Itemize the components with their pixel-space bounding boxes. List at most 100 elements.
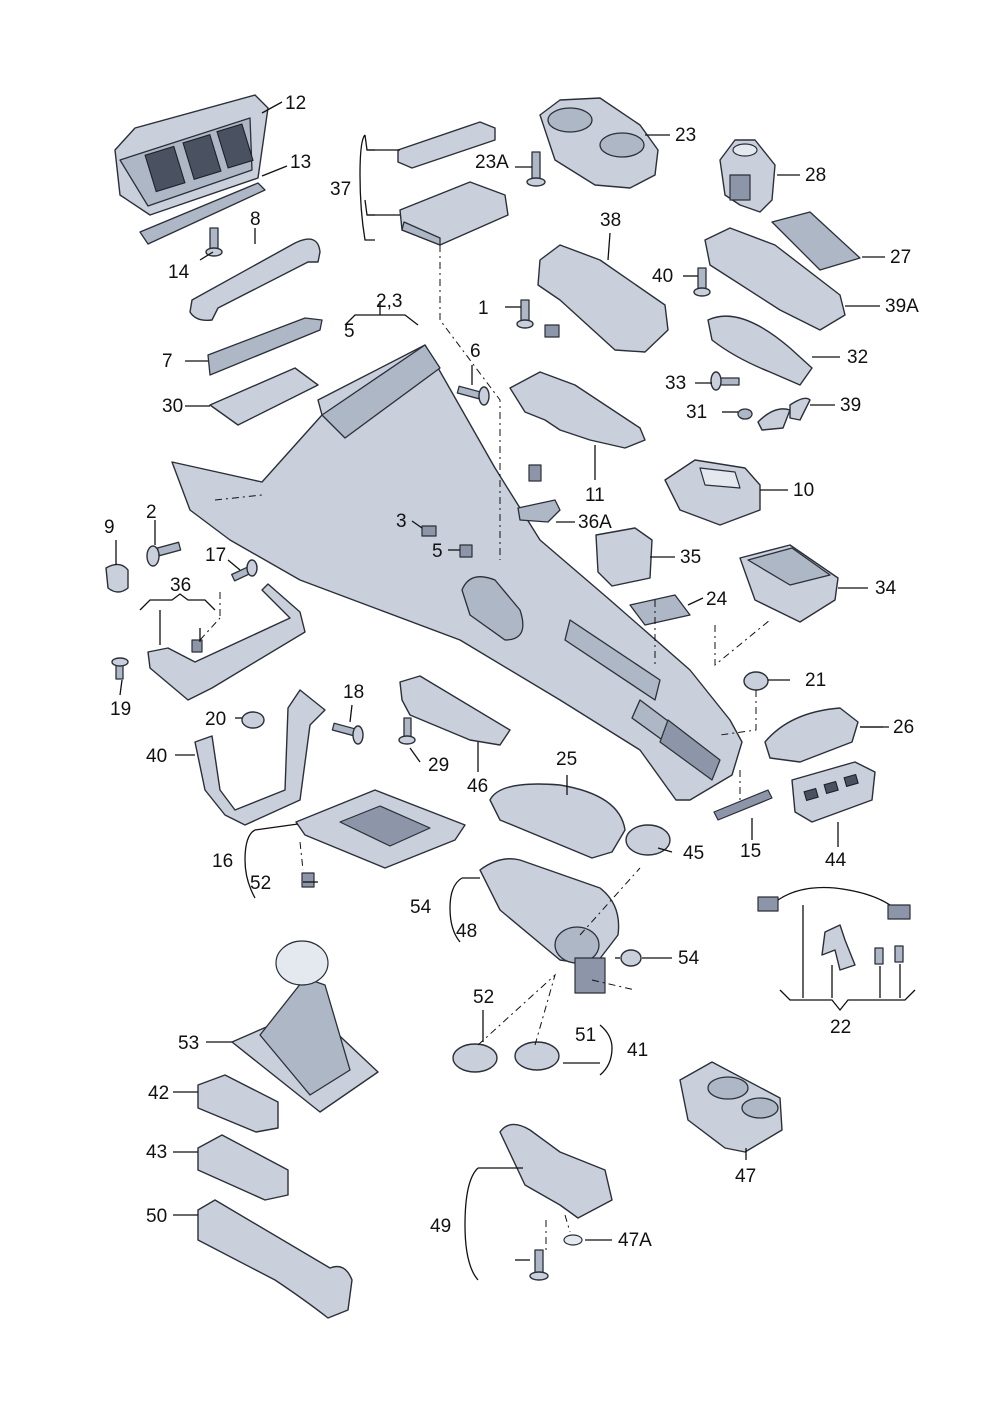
callout-label-46: 52 [250,873,271,894]
part-9-bolt [146,541,182,567]
part-1-center-console [171,344,743,801]
callout-label-43: 44 [825,850,847,871]
part-42-block [197,1134,289,1201]
part-34-pad [629,594,691,626]
part-21-screw [111,657,129,680]
part-32-screw [710,371,740,391]
part-49-washer [563,1234,583,1246]
part-7-cover [209,367,319,426]
part-30-cover [707,315,813,386]
callout-label-35: 19 [110,699,131,720]
part-25-lid [764,707,859,763]
callout-label-1: 13 [290,152,311,173]
part-54-cable-kit [757,886,911,971]
part-17-bracket [147,583,306,701]
callout-label-52: 53 [178,1033,199,1054]
callout-label-31: 35 [680,547,701,568]
callout-label-34: 21 [805,670,826,691]
callout-label-11: 40 [652,266,673,287]
callout-label-8: 27 [890,247,911,268]
callout-label-26: 2 [146,502,157,523]
callout-label-2: 8 [250,209,261,230]
part-8-handle [189,238,321,322]
part-33-washer [737,408,753,420]
part-35-box [739,544,839,623]
part-18-frame [194,689,326,826]
callout-label-6: 23 [675,125,696,146]
callout-label-25: 9 [104,517,115,538]
part-19-nut [241,711,265,729]
part-5-screw-lower [231,559,258,582]
part-39-bracket [509,371,646,449]
callout-label-9: 39A [885,296,919,317]
part-15-shift-frame [295,789,466,869]
callout-label-10: 38 [600,210,621,231]
center-lines [199,245,771,1250]
part-3-clip [459,544,473,558]
callout-label-48: 54 [410,897,432,918]
callout-label-40: 46 [467,776,488,797]
part-38-holder [537,244,669,353]
callout-label-44: 15 [740,841,761,862]
part-22-shift-boot [231,940,379,1113]
part-20-screw [331,722,364,745]
callout-label-18: 32 [847,347,868,368]
part-29-tray [399,675,511,746]
callout-label-51: 22 [830,1017,851,1038]
callout-label-50: 54 [678,948,700,969]
callout-label-14: 5 [344,321,355,342]
part-13-trim-strip [139,182,266,245]
part-10-cap [105,563,129,593]
callout-label-4: 37 [330,179,351,200]
part-48-nut [620,949,642,967]
part-47-mount [499,1123,613,1219]
callout-label-57: 43 [146,1142,167,1163]
part-27-pad [771,211,861,271]
part-36a-switch [664,459,761,526]
part-47a-bolt [529,1249,549,1281]
callout-label-15: 6 [470,341,481,362]
part-16-clip [301,872,315,888]
callout-label-45: 16 [212,851,233,872]
part-52-plug-b [514,1041,560,1071]
callout-label-53: 52 [473,987,494,1008]
callout-label-3: 14 [168,262,190,283]
callout-label-38: 40 [146,746,167,767]
part-2-clip-lower [191,639,203,653]
callout-label-42: 26 [893,717,914,738]
callout-label-19: 33 [665,373,686,394]
part-23a-screw [526,151,546,187]
callout-label-5: 23A [475,152,509,173]
connector-38 [544,324,560,338]
callout-label-22: 11 [585,485,605,506]
part-36-module [595,527,653,587]
part-40-screw-c [398,717,416,745]
part-28-socket [719,139,776,213]
part-53-plug [452,1043,498,1073]
part-2-clip [421,525,437,537]
part-6-bracket [207,317,323,376]
callout-label-41: 25 [556,749,577,770]
callout-label-39: 29 [428,755,449,776]
callout-label-21: 39 [840,395,861,416]
callout-label-27: 3 [396,511,407,532]
callout-label-17: 30 [162,396,183,417]
callout-label-37: 18 [343,682,364,703]
callout-label-30: 36 [170,575,191,596]
callout-label-55: 41 [627,1040,648,1061]
callout-label-29: 17 [205,545,226,566]
callout-labels: 12138143723A23282739A384012,356730323331… [104,93,919,1251]
part-5-screw [456,385,490,406]
part-26-switch [791,761,876,823]
callout-label-36: 20 [205,709,226,730]
callout-label-54: 51 [575,1025,596,1046]
part-31-clip [757,397,811,431]
callout-label-49: 48 [456,921,477,942]
part-52-plug [625,824,671,856]
part-50-cupholder [679,1061,783,1153]
callout-label-24: 10 [793,480,814,501]
connector-39 [528,464,542,482]
callout-label-58: 50 [146,1206,167,1227]
callout-label-59: 47 [735,1166,756,1187]
